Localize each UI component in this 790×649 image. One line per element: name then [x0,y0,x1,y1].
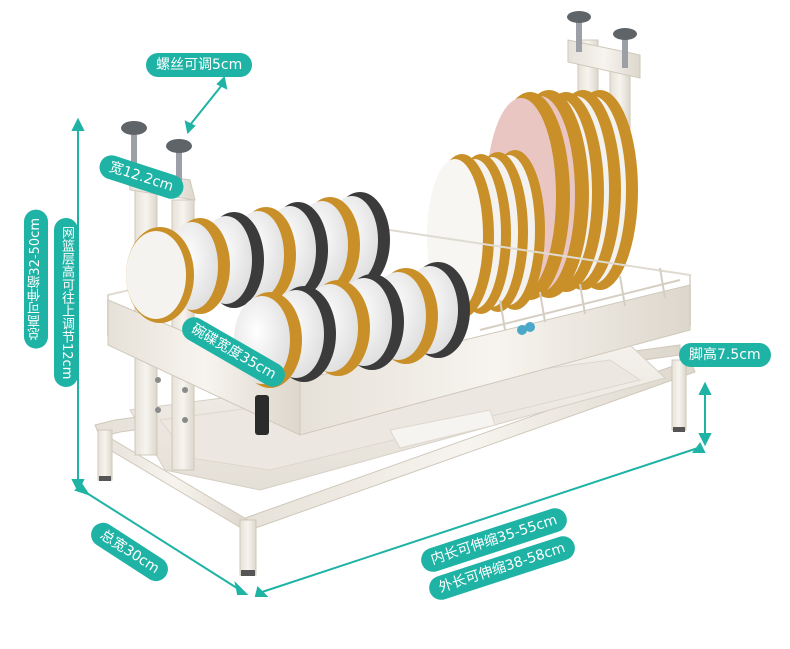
bowls-front-row [234,262,470,388]
upright-plates [427,90,638,318]
dish-basket [107,228,691,436]
dimension-lines [71,75,712,597]
bowls-back-row [126,192,390,323]
drip-tray [129,344,666,491]
total-height-label: 总高可伸缩32-50cm [24,210,48,349]
basket-height-label: 网篮层高可往上调节12cm [54,218,78,388]
screw-adjust-label: 螺丝可调5cm [146,53,253,77]
foot-height-label: 脚高7.5cm [679,343,771,367]
